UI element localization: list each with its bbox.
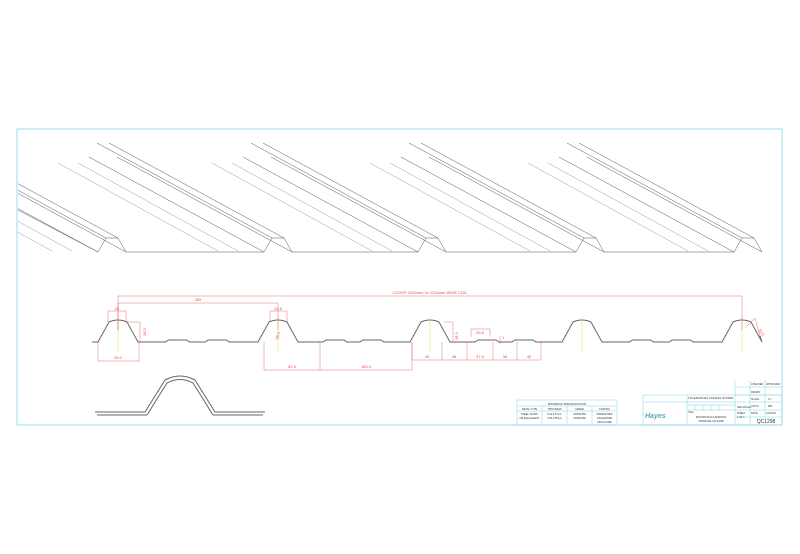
dim-rib-height-2: 28.3 <box>274 331 281 341</box>
checked-label: CHECKED <box>751 383 763 386</box>
dim-stiffener-depth: 1 <box>502 335 505 340</box>
sheet-stiffener-line <box>527 162 689 252</box>
sheet-rib-line <box>586 156 763 253</box>
units-label: UNITS <box>751 405 759 408</box>
material-spec-header: METAL TYPE <box>522 408 538 411</box>
dim-rib-height-3: 28.3 <box>454 331 459 340</box>
material-spec-header: THICKNESS <box>547 408 562 411</box>
sheet-rib-line <box>17 183 119 239</box>
drawing-frame <box>16 128 783 426</box>
material-spec-cell: G550/Z450 <box>573 417 586 420</box>
sheet-stiffener-line <box>547 162 709 252</box>
sheet-rib-line <box>578 142 755 239</box>
dim-pan-seg-2: 38 <box>452 354 457 359</box>
sheet-rib-line <box>17 193 127 253</box>
drawn-label: DRAWN <box>751 391 761 394</box>
profile-section <box>92 316 763 352</box>
dim-pitch: 289 <box>195 297 202 302</box>
material-spec-cell: ZINCALUME <box>597 421 612 424</box>
sheet-rib-line <box>408 142 585 239</box>
dimension-lines <box>97 295 761 371</box>
sheet-front-edge <box>17 209 763 253</box>
drawing-number: QC1298 <box>757 419 776 425</box>
dim-rib-side: 81.5 <box>288 364 297 369</box>
dim-overall-cover: COVER 1020mm 3x 1220mm WIDE COIL <box>393 290 469 295</box>
sheet-rib-line <box>558 156 735 253</box>
dim-crest-top-1: 24 <box>115 306 120 311</box>
title-block <box>642 380 783 426</box>
sheet-rib-line <box>566 142 743 239</box>
company-logo: Hayes <box>645 413 666 420</box>
sheet-rib-line <box>250 142 427 239</box>
sheet-rib-line <box>96 142 273 239</box>
sheet-stiffener-line <box>77 162 239 252</box>
date-value: 12/02/19 <box>766 412 776 415</box>
dim-rib-base: 30.0 <box>114 355 123 360</box>
dim-pan-seg-3: 47.5 <box>476 354 485 359</box>
material-spec-cell: PREPAINTED <box>597 413 613 416</box>
sheet-stiffener-line <box>231 162 393 252</box>
dim-pan-seg-5: 40 <box>527 354 532 359</box>
sheet-perspective-view <box>17 142 763 253</box>
sheet-rib-line <box>400 156 577 253</box>
material-spec-cell: GALVANISED <box>597 417 613 420</box>
dim-pan-seg-4: 38 <box>503 354 508 359</box>
sheet-rib-line <box>17 208 99 253</box>
approved-label: APPROVED <box>766 383 780 386</box>
dim-pan-width: 183.5 <box>361 364 372 369</box>
material-spec-cell: OR EQUIVALENT <box>519 417 540 420</box>
sheet-rib-line <box>242 156 419 253</box>
dim-rib-height-1: 28.3 <box>142 327 147 336</box>
scale-label: SCALE <box>751 398 760 401</box>
sheet-rib-line <box>17 190 107 239</box>
sheet-rib-line <box>88 156 265 253</box>
sheet-rib-line <box>420 142 597 239</box>
sheet-rib-line <box>116 156 293 253</box>
profile-line <box>92 319 763 343</box>
sheet-stiffener-line <box>17 232 53 252</box>
sheet-value: 1 OF 1 <box>737 416 745 419</box>
sheet-rib-line <box>262 142 439 239</box>
date-label: DATE <box>751 412 758 415</box>
dim-edge-lap: 22.5 <box>757 328 766 338</box>
material-spec-cell: 0.42-0.47mm <box>547 413 562 416</box>
material-spec-header: GRADE <box>575 408 584 411</box>
units-value: MM <box>768 405 772 408</box>
title-label: Title <box>688 410 694 414</box>
sheet-rib-line <box>108 142 285 239</box>
sheet-stiffener-line <box>369 162 531 252</box>
description-line2: PROFILE QC1298 <box>699 419 724 423</box>
material-spec-title: MATERIAL SPECIFICATION <box>548 402 586 406</box>
sheet-stiffener-line <box>389 162 551 252</box>
dim-crest-top-2: 24.8 <box>274 306 283 311</box>
material-spec-cell: 0.35-0.55mm <box>547 417 562 420</box>
dim-stiffener-width: 28.8 <box>476 330 485 335</box>
description-line1: ROOFING/CLADDING <box>696 415 727 419</box>
sheet-stiffener-line <box>211 162 373 252</box>
scale-value: 1:1 <box>768 398 772 401</box>
sheet-rib-line <box>270 156 447 253</box>
material-spec-cell: STEEL AS1397 <box>521 413 539 416</box>
sheet-label: SHEET <box>737 412 746 415</box>
material-spec-header: COATING <box>599 408 610 411</box>
centerlines <box>117 316 743 352</box>
sheet-rib-line <box>428 156 605 253</box>
dim-pan-seg-1: 40 <box>425 354 430 359</box>
rib-detail-view <box>95 375 265 416</box>
material-spec-cell: G550/Z350 <box>573 413 586 416</box>
projection: 3RD ANGLE <box>737 406 751 409</box>
sheet-stiffener-line <box>17 221 73 252</box>
material-spec-table <box>516 399 618 426</box>
tolerance: TOLERANCES UNLESS STATED <box>688 396 734 400</box>
sheet-stiffener-line <box>57 162 219 252</box>
